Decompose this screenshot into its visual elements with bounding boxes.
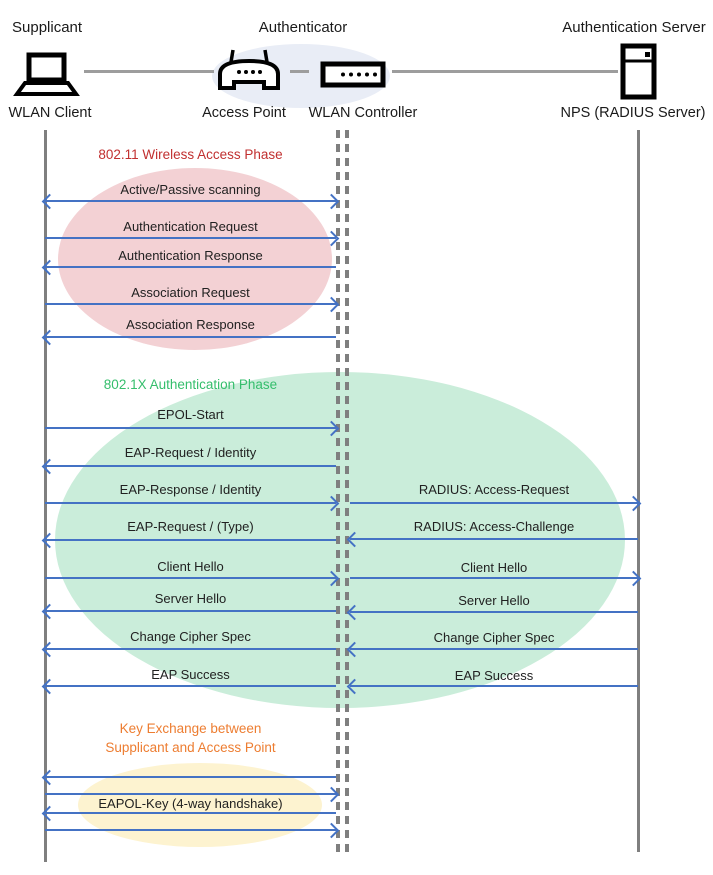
authenticator-role-label: Authenticator (258, 19, 348, 36)
controller-lifeline-dash-left (336, 130, 340, 854)
supplicant-role-label: Supplicant (12, 19, 83, 36)
connector-client-ap (84, 70, 214, 73)
controller-lifeline-dash-right (345, 130, 349, 854)
arrow-association-request (45, 296, 340, 312)
arrow-radius-access-request (350, 495, 642, 511)
arrow-client-hello-left (45, 570, 340, 586)
message-label: Change Cipher Spec (433, 630, 555, 645)
message-label: EAP Success (151, 667, 230, 682)
arrow-eapol-key-4 (45, 822, 340, 838)
message-label: Client Hello (460, 560, 528, 575)
message-label: Client Hello (157, 559, 224, 574)
arrow-epol-start (45, 420, 340, 436)
message-label: Change Cipher Spec (130, 629, 251, 644)
message-label: Authentication Request (123, 219, 258, 234)
auth-server-role-label: Authentication Server (562, 19, 706, 36)
arrow-eapol-key-2 (45, 786, 340, 802)
nps-radius-server-label: NPS (RADIUS Server) (560, 105, 706, 121)
message-label: EPOL-Start (157, 407, 224, 422)
arrow-server-hello-right (346, 604, 638, 620)
phase2-title: 802.1X Authentication Phase (103, 377, 278, 392)
phase3-title-line2: Supplicant and Access Point (105, 740, 276, 755)
connector-ap-controller (290, 70, 309, 73)
server-icon (620, 43, 657, 100)
arrow-eapol-key-3 (41, 805, 336, 821)
phase3-title-line1: Key Exchange between (119, 721, 262, 736)
arrow-association-response (41, 329, 336, 345)
message-label: RADIUS: Access-Challenge (413, 519, 575, 534)
arrow-radius-access-challenge (346, 531, 638, 547)
arrow-change-cipher-spec-right (346, 641, 638, 657)
arrow-active-passive-scanning (41, 193, 340, 209)
arrow-eap-response-identity (45, 495, 340, 511)
phase1-title: 802.11 Wireless Access Phase (98, 147, 283, 162)
wlan-client-label: WLAN Client (8, 105, 92, 121)
message-label: EAP-Response / Identity (119, 482, 262, 497)
message-label: Active/Passive scanning (120, 182, 261, 197)
supplicant-lifeline (44, 130, 47, 862)
wlan-controller-icon (320, 61, 386, 88)
server-lifeline (637, 130, 640, 852)
wlan-controller-label: WLAN Controller (308, 105, 418, 121)
arrow-eapol-key-1 (41, 769, 336, 785)
message-label: Association Request (131, 285, 250, 300)
wireless-router-icon (218, 49, 280, 90)
arrow-change-cipher-spec-left (41, 641, 336, 657)
message-label: EAPOL-Key (4-way handshake) (98, 796, 283, 811)
message-label: Association Response (126, 317, 255, 332)
message-label: EAP-Request / Identity (124, 445, 257, 460)
access-point-label: Access Point (202, 105, 286, 121)
message-label: Server Hello (458, 593, 530, 608)
laptop-icon (13, 52, 80, 96)
message-label: EAP Success (454, 668, 534, 683)
message-label: Authentication Response (118, 248, 263, 263)
phase1-ellipse (58, 168, 332, 350)
connector-controller-server (392, 70, 618, 73)
arrow-server-hello-left (41, 603, 336, 619)
message-label: EAP-Request / (Type) (127, 519, 254, 534)
arrow-eap-request-identity (41, 458, 336, 474)
message-label: RADIUS: Access-Request (418, 482, 570, 497)
arrow-eap-request-type (41, 532, 336, 548)
arrow-authentication-request (45, 230, 340, 246)
arrow-authentication-response (41, 259, 336, 275)
arrow-client-hello-right (350, 570, 642, 586)
message-label: Server Hello (154, 591, 227, 606)
arrow-eap-success-right (346, 678, 638, 694)
arrow-eap-success-left (41, 678, 336, 694)
